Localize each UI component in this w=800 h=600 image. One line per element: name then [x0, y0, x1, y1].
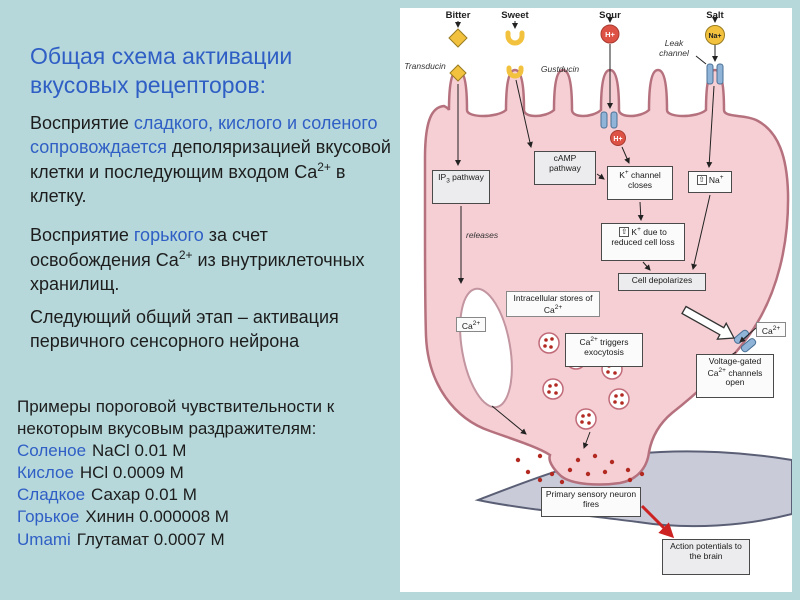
- releases-label: releases: [466, 230, 499, 240]
- taste-value: Сахар 0.01 M: [91, 485, 197, 505]
- sweet-receptor-icon: [505, 30, 525, 46]
- paragraph-depolarization: Восприятие сладкого, кислого и соленого …: [30, 112, 392, 209]
- action-potentials-box: Action potentials to the brain: [662, 539, 750, 575]
- two-plus-sup: 2+: [554, 303, 563, 311]
- released-transmitter-dots: [515, 453, 645, 485]
- cell-depolarizes-box: Cell depolarizes: [618, 273, 706, 291]
- sour-channel-icon: [600, 111, 618, 129]
- taste-value: Глутамат 0.0007 M: [76, 529, 225, 549]
- salt-na-ion-label: Na+: [708, 33, 721, 40]
- page-title: Общая схема активации вкусовых рецепторо…: [30, 43, 293, 99]
- taste-value: Хинин 0.000008 M: [85, 507, 229, 527]
- two-plus-sup: 2+: [472, 320, 481, 327]
- paragraph-bitter: Восприятие горького за счет освобождения…: [30, 224, 392, 297]
- na-text: Na: [708, 174, 720, 185]
- ip3-subscript: 3: [446, 177, 450, 185]
- exo-rest: triggers exocytosis: [584, 336, 629, 357]
- ip3-pathway-box: IP3 pathway: [432, 170, 490, 204]
- taste-cell-diagram: H+ Na+ H+: [400, 8, 792, 592]
- text-segment: в клетку.: [30, 161, 346, 206]
- taste-name: Кислое: [17, 463, 74, 483]
- salt-label: Salt: [706, 10, 724, 21]
- volt-text: Voltage-gated Ca: [707, 356, 762, 378]
- k-loss-rest: due to reduced cell loss: [611, 226, 675, 247]
- taste-cell-shape: [423, 68, 790, 486]
- volt-rest: channels open: [725, 367, 763, 388]
- leak-channel-icon: [706, 63, 724, 85]
- two-plus-sup: 2+: [718, 366, 726, 374]
- plus-sup: +: [624, 169, 629, 176]
- ca-text: Ca: [579, 336, 591, 347]
- taste-value: NaCl 0.01 M: [91, 441, 187, 461]
- ca-text: Ca: [761, 325, 773, 336]
- text-segment: Восприятие: [30, 113, 134, 133]
- text-segment: деполяризацией вкусовой клетки и последу…: [30, 136, 391, 182]
- k-loss-box: ⇧K+ due to reduced cell loss: [601, 223, 685, 261]
- stores-text: Intracellular stores of Ca: [513, 293, 593, 315]
- text-segment: Восприятие: [30, 225, 134, 245]
- ip3-rest: pathway: [449, 172, 484, 182]
- paragraph-common-step: Следующий общий этап – активация первичн…: [30, 307, 339, 351]
- text-segment: за счет освобождения Ca: [30, 225, 268, 270]
- bitter-receptor-icon: [448, 28, 468, 48]
- transducin-label: Transducin: [404, 61, 446, 71]
- text-segment: из внутриклеточных хранилищ.: [30, 249, 365, 294]
- text-segment-highlight: сладкого, кислого и соленого сопровождае…: [30, 113, 378, 157]
- sweet-label: Sweet: [501, 10, 529, 21]
- inner-h-ion-icon: [610, 130, 626, 146]
- taste-name: Сладкое: [17, 485, 86, 505]
- plus-sup: +: [637, 226, 641, 233]
- ca-external-label: Ca2+: [756, 322, 786, 337]
- gustducin-label: Gustducin: [540, 64, 580, 74]
- superscript: 2+: [178, 247, 193, 262]
- voltage-gated-channels-box: Voltage-gated Ca2+ channels open: [696, 354, 774, 398]
- camp-pathway-box: cAMP pathway: [534, 151, 596, 185]
- plus-sup: +: [719, 174, 724, 181]
- superscript: 2+: [317, 159, 331, 174]
- k-channel-closes-box: K+ channel closes: [607, 166, 673, 200]
- taste-name: Umami: [17, 529, 71, 549]
- threshold-examples: Примеры пороговой чувствительности к нек…: [17, 396, 399, 551]
- ip3-text: IP: [438, 172, 447, 182]
- threshold-examples-title: Примеры пороговой чувствительности к нек…: [17, 397, 335, 439]
- text-segment-highlight: горького: [133, 225, 204, 245]
- taste-name: Горькое: [17, 507, 80, 527]
- sour-h-ion-icon: [600, 24, 620, 44]
- k-text: K: [631, 226, 638, 237]
- k-text: K: [619, 169, 625, 180]
- neuron-fires-box: Primary sensory neuron fires: [541, 487, 641, 517]
- salt-na-ion-icon: [705, 25, 725, 45]
- intracellular-stores-label: Intracellular stores of Ca2+: [506, 291, 600, 317]
- sweet-receptor-membrane-icon: [506, 65, 524, 79]
- ca-text: Ca: [461, 320, 473, 331]
- bitter-receptor-membrane-icon: [449, 64, 467, 82]
- inner-h-ion-label: H+: [613, 136, 622, 143]
- action-potential-arrow: [640, 504, 675, 539]
- ca-triggers-exocytosis-box: Ca2+ triggers exocytosis: [565, 333, 643, 367]
- na-increase-box: ⇧Na+: [688, 171, 732, 193]
- ca-released-label: Ca2+: [456, 317, 486, 332]
- taste-value: HCl 0.0009 M: [79, 463, 184, 483]
- taste-name: Соленое: [17, 441, 87, 461]
- leak-channel-label: Leak channel: [659, 38, 689, 58]
- two-plus-sup: 2+: [590, 336, 598, 343]
- sour-label: Sour: [599, 10, 621, 21]
- up-arrow-icon: ⇧: [696, 174, 707, 185]
- depolarization-block-arrow: [681, 305, 736, 340]
- connector-arrows: [455, 17, 757, 449]
- up-arrow-icon: ⇧: [619, 226, 630, 237]
- bitter-label: Bitter: [445, 10, 471, 21]
- two-plus-sup: 2+: [772, 325, 781, 332]
- k-closes-rest: channel closes: [627, 169, 661, 190]
- sour-h-ion-label: H+: [605, 30, 615, 39]
